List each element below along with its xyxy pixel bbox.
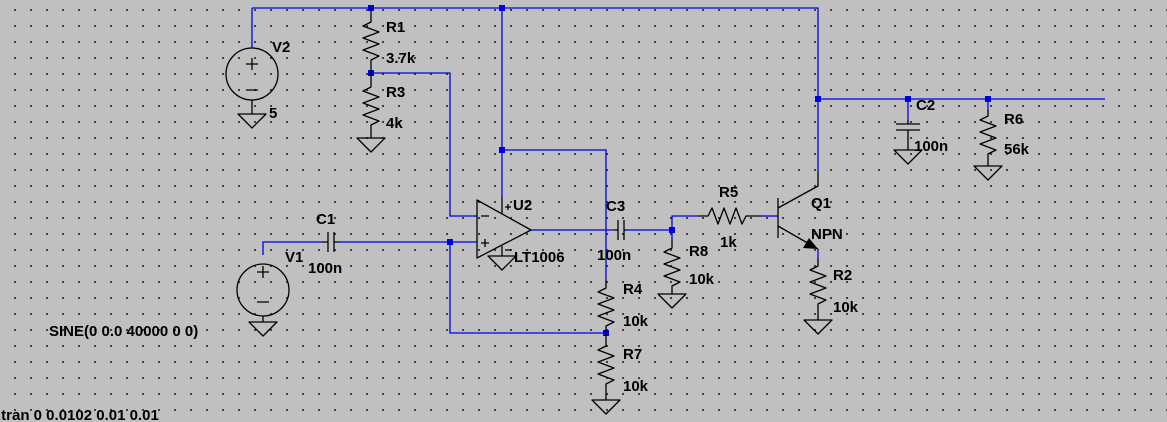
c2-name: C2 [916, 97, 935, 114]
resistor-zigzag [362, 8, 380, 73]
c3-name: C3 [606, 198, 625, 215]
wire-v1-c1[interactable] [262, 241, 322, 255]
opamp-vplus-sign [505, 204, 511, 210]
r6-value: 56k [1004, 141, 1030, 158]
polarity-marks [246, 58, 258, 91]
resistor-zigzag [597, 333, 615, 400]
u2-value: LT1006 [514, 249, 565, 266]
c2-value: 100n [914, 138, 948, 155]
resistor-zigzag [597, 280, 615, 333]
wires [251, 7, 1105, 334]
wire-supply[interactable] [501, 8, 607, 220]
ground-icon [237, 113, 267, 129]
wire-divider-inverting[interactable] [371, 72, 477, 217]
resistor-r3[interactable]: R3 4k [356, 73, 405, 153]
transistor-q1[interactable]: Q1 NPN [777, 172, 843, 250]
u2-name: U2 [513, 197, 532, 214]
junction-dot [815, 96, 821, 102]
r2-value: 10k [833, 299, 859, 316]
resistor-zigzag [663, 240, 681, 294]
r8-name: R8 [689, 243, 708, 260]
r1-value: 3.7k [386, 50, 416, 67]
resistor-r5[interactable]: R5 1k [698, 184, 762, 251]
resistor-zigzag [979, 110, 997, 166]
junction-dot [499, 147, 505, 153]
wire-c3-r5[interactable] [626, 215, 698, 231]
v2-value: 5 [269, 105, 277, 122]
junction-dot [669, 227, 675, 233]
junction-dot [905, 96, 911, 102]
capacitor-c2[interactable]: C2 100n [893, 97, 948, 165]
resistor-r6[interactable]: R6 56k [973, 110, 1030, 181]
junction-dot [447, 239, 453, 245]
ground-icon [657, 293, 687, 309]
c1-value: 100n [308, 260, 342, 277]
opamp-u2[interactable]: U2 LT1006 [476, 197, 565, 271]
resistor-zigzag [698, 207, 762, 225]
r4-name: R4 [623, 281, 643, 298]
ground-icon [803, 319, 833, 335]
r4-value: 10k [623, 313, 649, 330]
wire-top-rail[interactable] [252, 7, 819, 99]
voltage-source-v1[interactable]: V1 SINE(0 0.0 40000 0 0) [49, 249, 303, 340]
transistor-collector [777, 172, 819, 209]
capacitor-plates [322, 232, 340, 252]
resistor-r4[interactable]: R4 10k [597, 280, 649, 333]
ground-icon [487, 255, 517, 271]
junctions [368, 5, 991, 336]
r2-name: R2 [833, 267, 852, 284]
voltage-source-v2[interactable]: V2 5 [225, 39, 290, 129]
ground-icon [973, 165, 1003, 181]
r3-value: 4k [386, 115, 403, 132]
resistor-zigzag [809, 258, 827, 320]
resistor-r2[interactable]: R2 10k [803, 258, 859, 335]
source-circle [225, 47, 279, 101]
opamp-input-signs [481, 215, 489, 247]
opamp-triangle [476, 199, 532, 259]
r7-value: 10k [623, 378, 649, 395]
r6-name: R6 [1004, 111, 1023, 128]
resistor-r7[interactable]: R7 10k [591, 333, 649, 415]
r7-name: R7 [623, 346, 642, 363]
junction-dot [985, 96, 991, 102]
r1-name: R1 [386, 19, 405, 36]
junction-dot [499, 5, 505, 11]
capacitor-plates [896, 120, 920, 150]
r8-value: 10k [689, 271, 715, 288]
v2-name: V2 [272, 39, 290, 56]
wire-plus-r7[interactable] [449, 242, 606, 334]
ground-icon [248, 321, 278, 337]
r5-value: 1k [720, 234, 737, 251]
ground-icon [591, 399, 621, 415]
resistor-r1[interactable]: R1 3.7k [362, 8, 416, 73]
capacitor-c3[interactable]: C3 100n [597, 198, 631, 264]
v1-value: SINE(0 0.0 40000 0 0) [49, 323, 198, 340]
q1-name: Q1 [811, 195, 831, 212]
r3-name: R3 [386, 84, 405, 101]
ground-icon [356, 137, 386, 153]
polarity-marks [257, 266, 269, 303]
v1-name: V1 [285, 249, 303, 266]
ground-icon [893, 149, 923, 165]
emitter-arrow-icon [803, 238, 818, 249]
q1-value: NPN [811, 226, 843, 243]
spice-directive[interactable]: .tran 0 0.0102 0.01 0.01 [0, 407, 159, 422]
resistor-zigzag [362, 73, 380, 138]
r5-name: R5 [719, 184, 738, 201]
c1-name: C1 [316, 211, 335, 228]
resistor-r8[interactable]: R8 10k [657, 240, 715, 309]
c3-value: 100n [597, 247, 631, 264]
capacitor-plates [614, 220, 626, 240]
capacitor-c1[interactable]: C1 100n [308, 211, 342, 277]
